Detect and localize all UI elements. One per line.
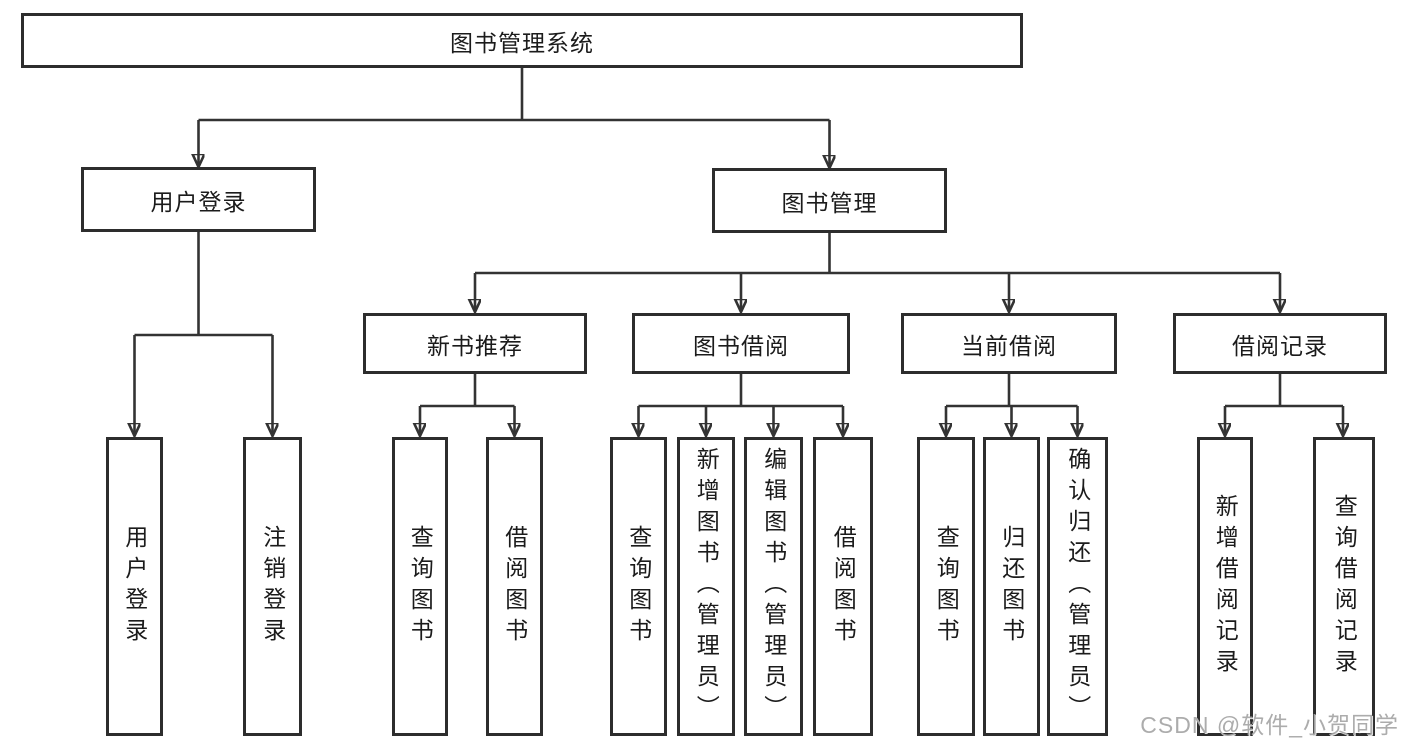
leaf-query-books-borrowing: 查询图书 [610, 437, 667, 736]
node-new-book-recommend: 新书推荐 [363, 313, 587, 374]
wire-book-borrow-children [639, 374, 844, 436]
wire-current-borrow-children [946, 374, 1078, 436]
node-root-library-system: 图书管理系统 [21, 13, 1023, 68]
wire-new-book-rec-children [420, 374, 515, 436]
leaf-return-books: 归还图书 [983, 437, 1040, 736]
leaf-label: 确认归还（管理员） [1064, 447, 1091, 726]
csdn-watermark: CSDN @软件_小贺同学 [1140, 712, 1399, 738]
leaf-label: 用户登录 [121, 524, 148, 649]
leaf-user-login: 用户登录 [106, 437, 163, 736]
wire-user-login-children [135, 232, 273, 436]
node-label: 图书借阅 [693, 332, 789, 359]
leaf-edit-books-admin: 编辑图书（管理员） [744, 437, 803, 736]
leaf-label: 借阅图书 [501, 524, 528, 649]
node-book-management: 图书管理 [712, 168, 947, 233]
leaf-label: 查询图书 [407, 524, 434, 649]
node-label: 借阅记录 [1232, 332, 1328, 359]
wire-book-mgmt-children [475, 233, 1280, 312]
leaf-label: 查询图书 [625, 524, 652, 649]
leaf-label: 注销登录 [259, 524, 286, 649]
node-label: 图书管理 [781, 189, 878, 216]
leaf-confirm-return-admin: 确认归还（管理员） [1047, 437, 1108, 736]
leaf-label: 查询借阅记录 [1331, 493, 1358, 680]
leaf-label: 新增借阅记录 [1212, 493, 1239, 680]
leaf-label: 编辑图书（管理员） [760, 447, 787, 726]
leaf-label: 新增图书（管理员） [693, 447, 720, 726]
node-book-borrowing: 图书借阅 [632, 313, 850, 374]
node-label: 当前借阅 [961, 332, 1057, 359]
node-borrowing-records: 借阅记录 [1173, 313, 1387, 374]
leaf-label: 归还图书 [998, 524, 1025, 649]
leaf-add-borrow-record: 新增借阅记录 [1197, 437, 1253, 736]
node-label: 图书管理系统 [450, 29, 594, 56]
wire-borrow-records-children [1225, 374, 1343, 436]
leaf-label: 借阅图书 [830, 524, 857, 649]
leaf-label: 查询图书 [933, 524, 960, 649]
leaf-query-books-recommend: 查询图书 [392, 437, 448, 736]
leaf-logout: 注销登录 [243, 437, 302, 736]
leaf-borrow-books-recommend: 借阅图书 [486, 437, 543, 736]
leaf-borrow-books-borrowing: 借阅图书 [813, 437, 873, 736]
node-label: 新书推荐 [427, 332, 523, 359]
leaf-query-borrow-record: 查询借阅记录 [1313, 437, 1375, 736]
leaf-add-books-admin: 新增图书（管理员） [677, 437, 735, 736]
node-current-borrowing: 当前借阅 [901, 313, 1117, 374]
wire-root-to-level1 [199, 68, 830, 168]
leaf-query-books-current: 查询图书 [917, 437, 975, 736]
node-user-login: 用户登录 [81, 167, 316, 232]
node-label: 用户登录 [150, 188, 247, 215]
